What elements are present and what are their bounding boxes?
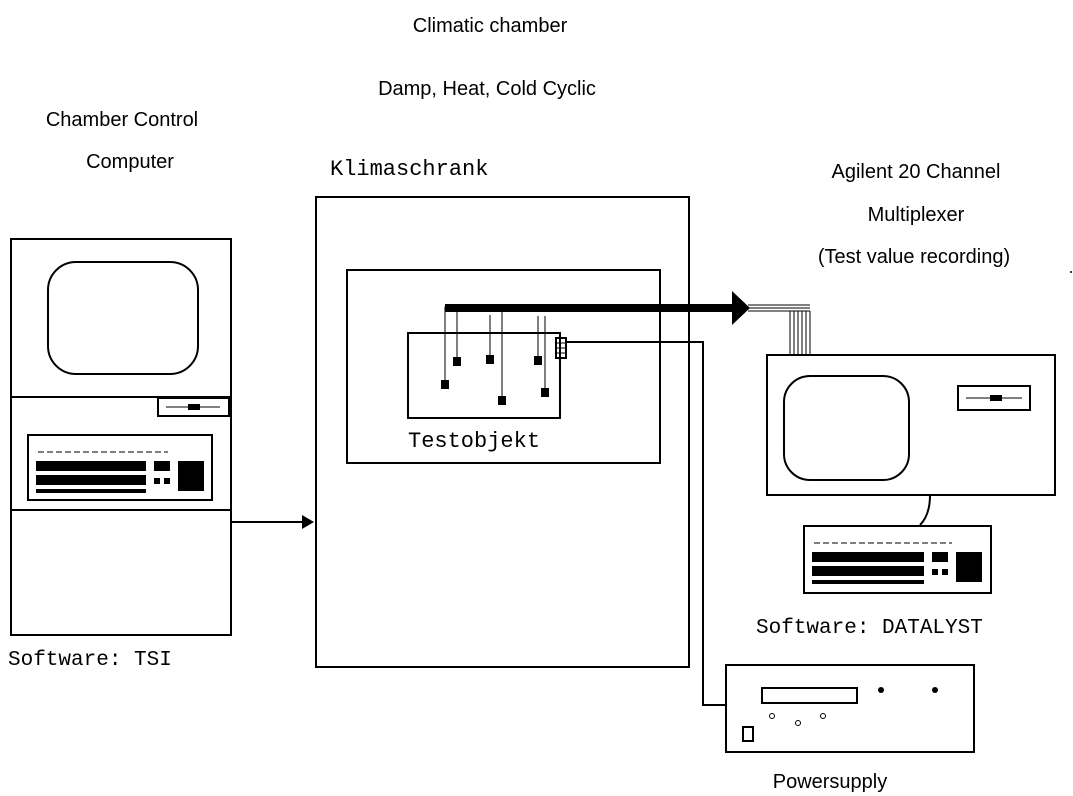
power-connector-icon (555, 337, 567, 359)
test-object: Testobjekt (407, 306, 740, 454)
control-computer-label-line1: Chamber Control (46, 109, 198, 131)
control-signal-arrow (231, 515, 314, 529)
measurement-bus-arrow (445, 291, 811, 355)
control-computer-label-line2: Computer (86, 151, 174, 173)
software-left-label: Software: TSI (8, 649, 172, 672)
multiplexer-label-line2: Multiplexer (868, 204, 965, 226)
chamber-inner-compartment (346, 269, 661, 464)
power-supply-display (761, 687, 858, 704)
stray-dot (1070, 271, 1072, 273)
test-object-label: Testobjekt (408, 429, 540, 454)
multiplexer-label-line1: Agilent 20 Channel (831, 161, 1000, 183)
power-supply-unit (725, 664, 975, 753)
floppy-drive-icon (957, 385, 1031, 411)
chamber-box-label: Klimaschrank (330, 157, 488, 182)
multiplexer-unit (766, 354, 1056, 594)
power-supply-jack (769, 713, 775, 719)
monitor-screen-icon (783, 375, 910, 481)
multiplexer-label-line3: (Test value recording) (818, 246, 1010, 268)
keyboard-icon (27, 434, 213, 501)
climatic-chamber-box (315, 196, 690, 668)
sensor-icon (541, 388, 549, 397)
sensor-icon (498, 396, 506, 405)
floppy-drive-icon (157, 397, 230, 417)
sensor-icon (453, 357, 461, 366)
chamber-title: Climatic chamber (413, 15, 568, 37)
chamber-control-computer (10, 238, 232, 636)
sensor-icon (486, 355, 494, 364)
sensor-icon (441, 380, 449, 389)
power-supply-label: Powersupply (773, 771, 888, 793)
keyboard-icon (803, 525, 992, 594)
monitor-screen-icon (47, 261, 199, 375)
sensor-wires (444, 306, 740, 400)
power-supply-jack (795, 720, 801, 726)
power-supply-knob (878, 687, 884, 693)
power-supply-knob (932, 687, 938, 693)
power-cable (566, 341, 726, 706)
chamber-subtitle: Damp, Heat, Cold Cyclic (378, 78, 596, 100)
power-supply-jack (820, 713, 826, 719)
power-switch-icon (742, 726, 754, 742)
sensor-icon (534, 356, 542, 365)
software-right-label: Software: DATALYST (756, 617, 983, 640)
